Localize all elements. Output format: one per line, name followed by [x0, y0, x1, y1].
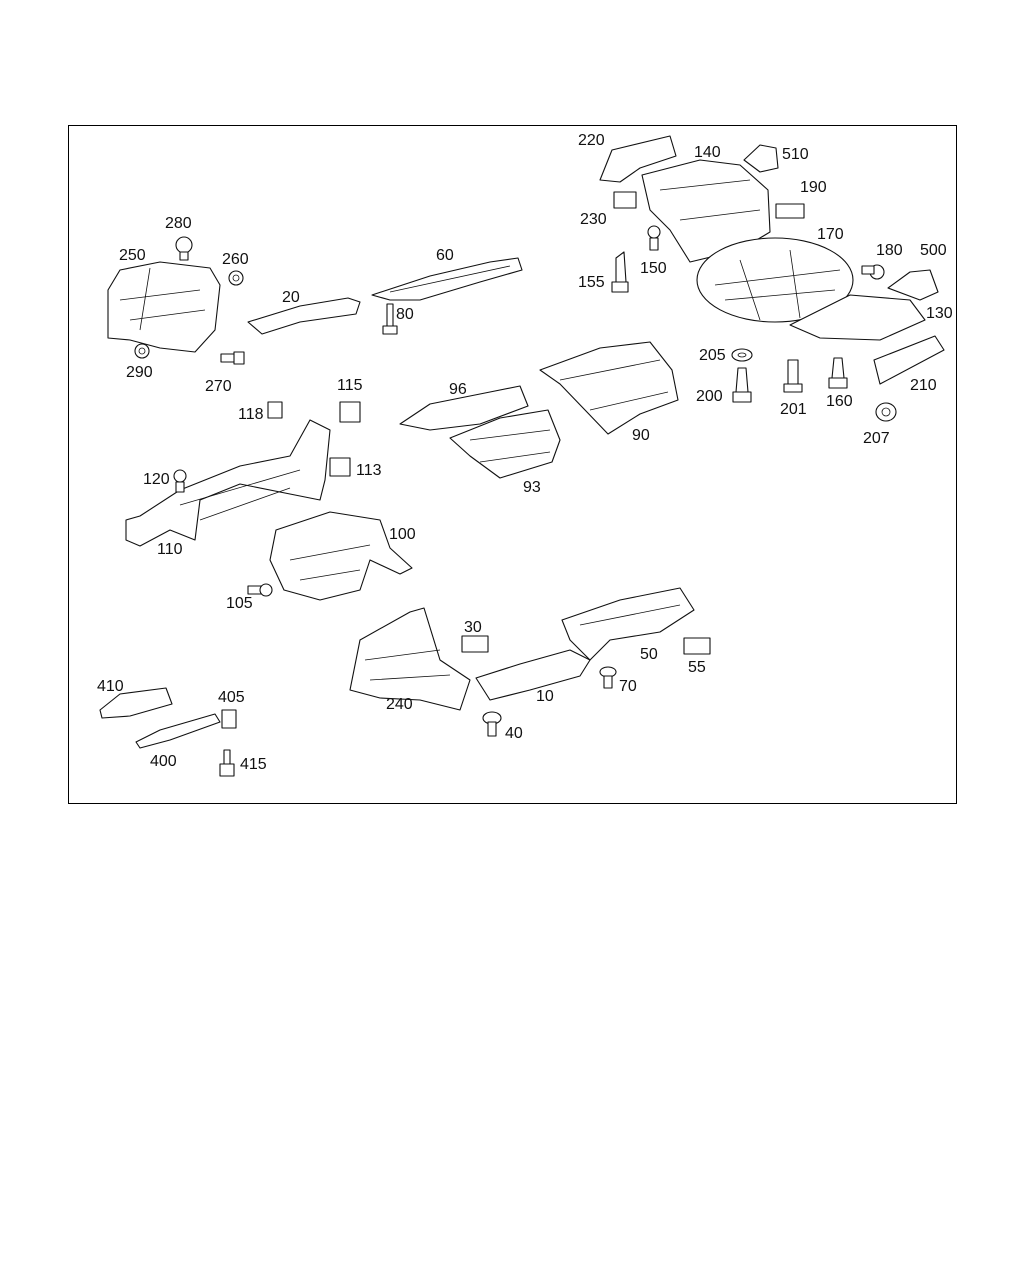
part-205-washer [731, 348, 753, 362]
part-115-clip [339, 401, 361, 423]
label-130: 130 [926, 305, 953, 322]
part-180-clip [861, 264, 885, 280]
part-130-shield [789, 294, 926, 341]
label-160: 160 [826, 393, 853, 410]
label-400: 400 [150, 753, 177, 770]
label-96: 96 [449, 381, 467, 398]
part-250-shield [107, 261, 221, 353]
part-40-clip [482, 711, 502, 737]
label-220: 220 [578, 132, 605, 149]
label-120: 120 [143, 471, 170, 488]
label-93: 93 [523, 479, 541, 496]
label-40: 40 [505, 725, 523, 742]
part-220-trim [599, 135, 677, 183]
part-410-bracket [99, 687, 173, 719]
label-105: 105 [226, 595, 253, 612]
label-10: 10 [536, 688, 554, 705]
part-230-clip [613, 191, 637, 209]
part-160-screw [828, 357, 848, 389]
part-20-bracket [247, 297, 361, 335]
label-280: 280 [165, 215, 192, 232]
part-155-screw [611, 251, 629, 293]
part-500-bracket [887, 269, 939, 301]
label-100: 100 [389, 526, 416, 543]
part-510-bracket [743, 144, 779, 173]
label-20: 20 [282, 289, 300, 306]
label-90: 90 [632, 427, 650, 444]
part-70-clip [599, 666, 617, 689]
part-280-clip [175, 236, 193, 261]
part-118-clip [267, 401, 283, 419]
part-200-screw [732, 367, 752, 403]
part-93-heat-shield [449, 409, 561, 479]
part-207-grommet [875, 402, 897, 422]
part-415-bolt [219, 749, 235, 777]
part-120-bolt [173, 469, 187, 493]
label-415: 415 [240, 756, 267, 773]
label-80: 80 [396, 306, 414, 323]
diagram-frame [68, 125, 957, 804]
label-210: 210 [910, 377, 937, 394]
label-150: 150 [640, 260, 667, 277]
label-55: 55 [688, 659, 706, 676]
label-290: 290 [126, 364, 153, 381]
label-201: 201 [780, 401, 807, 418]
part-201-bolt [783, 359, 803, 393]
part-55-clip [683, 637, 711, 655]
part-10-bracket [475, 649, 591, 701]
label-60: 60 [436, 247, 454, 264]
part-210-panel [873, 335, 945, 385]
part-90-heat-shield [539, 341, 679, 435]
label-410: 410 [97, 678, 124, 695]
label-190: 190 [800, 179, 827, 196]
part-113-clip [329, 457, 351, 477]
label-230: 230 [580, 211, 607, 228]
label-50: 50 [640, 646, 658, 663]
part-50-heat-shield [561, 587, 695, 661]
label-500: 500 [920, 242, 947, 259]
label-270: 270 [205, 378, 232, 395]
part-260-nut [228, 270, 244, 286]
label-155: 155 [578, 274, 605, 291]
label-170: 170 [817, 226, 844, 243]
part-190-clip [775, 203, 805, 219]
part-405-clip [221, 709, 237, 729]
label-510: 510 [782, 146, 809, 163]
part-270-screw [220, 351, 245, 365]
label-70: 70 [619, 678, 637, 695]
label-140: 140 [694, 144, 721, 161]
part-96-heat-shield [399, 385, 529, 431]
part-100-shield [269, 511, 413, 601]
part-150-clip [647, 225, 661, 251]
part-170-wheel-well [696, 237, 854, 323]
label-115: 115 [337, 377, 363, 394]
label-30: 30 [464, 619, 482, 636]
label-110: 110 [157, 541, 183, 558]
part-30-clip [461, 635, 489, 653]
part-400-rail [135, 713, 221, 749]
label-207: 207 [863, 430, 890, 447]
part-240-shield [349, 607, 471, 711]
part-110-bracket [125, 419, 331, 547]
part-60-heat-shield [371, 257, 523, 301]
label-118: 118 [238, 406, 264, 423]
part-290-nut [134, 343, 150, 359]
label-113: 113 [356, 462, 382, 479]
part-80-bolt [382, 303, 398, 335]
label-405: 405 [218, 689, 245, 706]
label-240: 240 [386, 696, 413, 713]
label-180: 180 [876, 242, 903, 259]
label-250: 250 [119, 247, 146, 264]
part-105-bolt [247, 583, 273, 597]
label-200: 200 [696, 388, 723, 405]
label-260: 260 [222, 251, 249, 268]
label-205: 205 [699, 347, 726, 364]
